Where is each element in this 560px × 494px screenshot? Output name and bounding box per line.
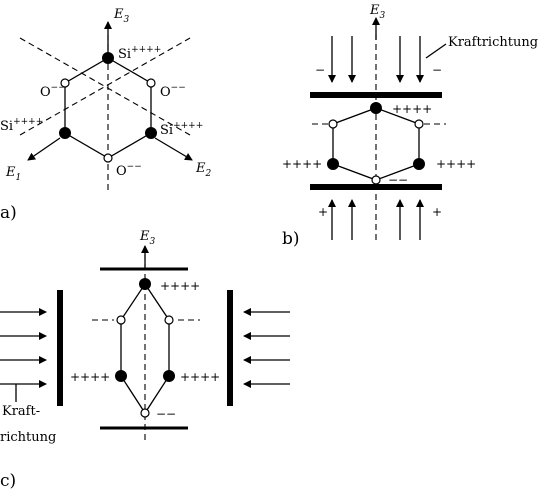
panel-c: E3 Kraft- richtung ++++ ++++ <box>0 229 290 491</box>
b-si-left <box>327 158 339 170</box>
b-charge-left: ++++ <box>282 157 322 171</box>
e1-arrow <box>27 137 61 161</box>
o-label-right: O−− <box>160 83 186 100</box>
panel-b-label: b) <box>282 229 300 249</box>
si-atom-right <box>145 127 157 139</box>
b-charge-right: ++++ <box>436 157 476 171</box>
c-si-right <box>163 370 175 382</box>
a-e2-label: E2 <box>195 161 212 179</box>
b-bottom-sign-right: + <box>432 205 442 219</box>
c-charge-bottom: −− <box>156 407 176 421</box>
panel-a: E3 E1 E2 Si++++ Si++++ Si++++ O−− O−− O−… <box>0 7 212 223</box>
o-atom-upper-right <box>146 78 156 88</box>
b-bottom-sign-left: + <box>318 205 328 219</box>
o-atom-upper-left <box>60 78 70 88</box>
b-force-label: Kraftrichtung <box>448 35 538 50</box>
b-top-sign-right: − <box>432 63 442 77</box>
panel-a-label: a) <box>0 203 17 223</box>
panel-c-label: c) <box>0 471 16 490</box>
o-label-bottom: O−− <box>116 162 142 179</box>
b-charge-bottom: −− <box>388 173 408 187</box>
o-atom-bottom <box>103 153 113 163</box>
diag-dash-line-1 <box>19 37 191 136</box>
c-force-label-1: Kraft- <box>2 404 40 419</box>
c-charge-top: ++++ <box>160 279 200 293</box>
c-si-top <box>139 278 151 290</box>
e2-arrow <box>154 137 193 161</box>
c-o-upper-left <box>116 315 126 325</box>
b-o-bottom <box>371 175 381 185</box>
b-charge-top: ++++ <box>392 102 432 116</box>
b-top-sign-left: − <box>315 63 325 77</box>
c-o-upper-right <box>164 315 174 325</box>
b-si-top <box>370 102 382 114</box>
b-o-upper-left <box>328 119 338 129</box>
b-force-label-pointer <box>425 43 447 59</box>
b-o-upper-right <box>414 119 424 129</box>
c-charge-left: ++++ <box>70 370 110 384</box>
c-charge-right: ++++ <box>180 370 220 384</box>
diag-dash-line-2 <box>19 37 191 136</box>
panel-b: E3 Kraftrichtung − − ++++ ++++ ++++ −− <box>282 3 538 249</box>
b-si-right <box>413 158 425 170</box>
a-e3-label: E3 <box>113 7 130 25</box>
c-o-bottom <box>140 408 150 418</box>
c-e3-label: E3 <box>139 229 156 247</box>
si-atom-top <box>102 52 114 64</box>
si-label-right: Si++++ <box>160 121 203 138</box>
o-label-left: O−− <box>40 83 66 100</box>
si-atom-left <box>59 127 71 139</box>
c-si-left <box>115 370 127 382</box>
si-label-left: Si++++ <box>0 117 43 134</box>
c-force-label-2: richtung <box>0 430 56 445</box>
b-e3-label: E3 <box>369 3 386 21</box>
si-label-top: Si++++ <box>118 45 161 62</box>
a-e1-label: E1 <box>5 165 21 183</box>
